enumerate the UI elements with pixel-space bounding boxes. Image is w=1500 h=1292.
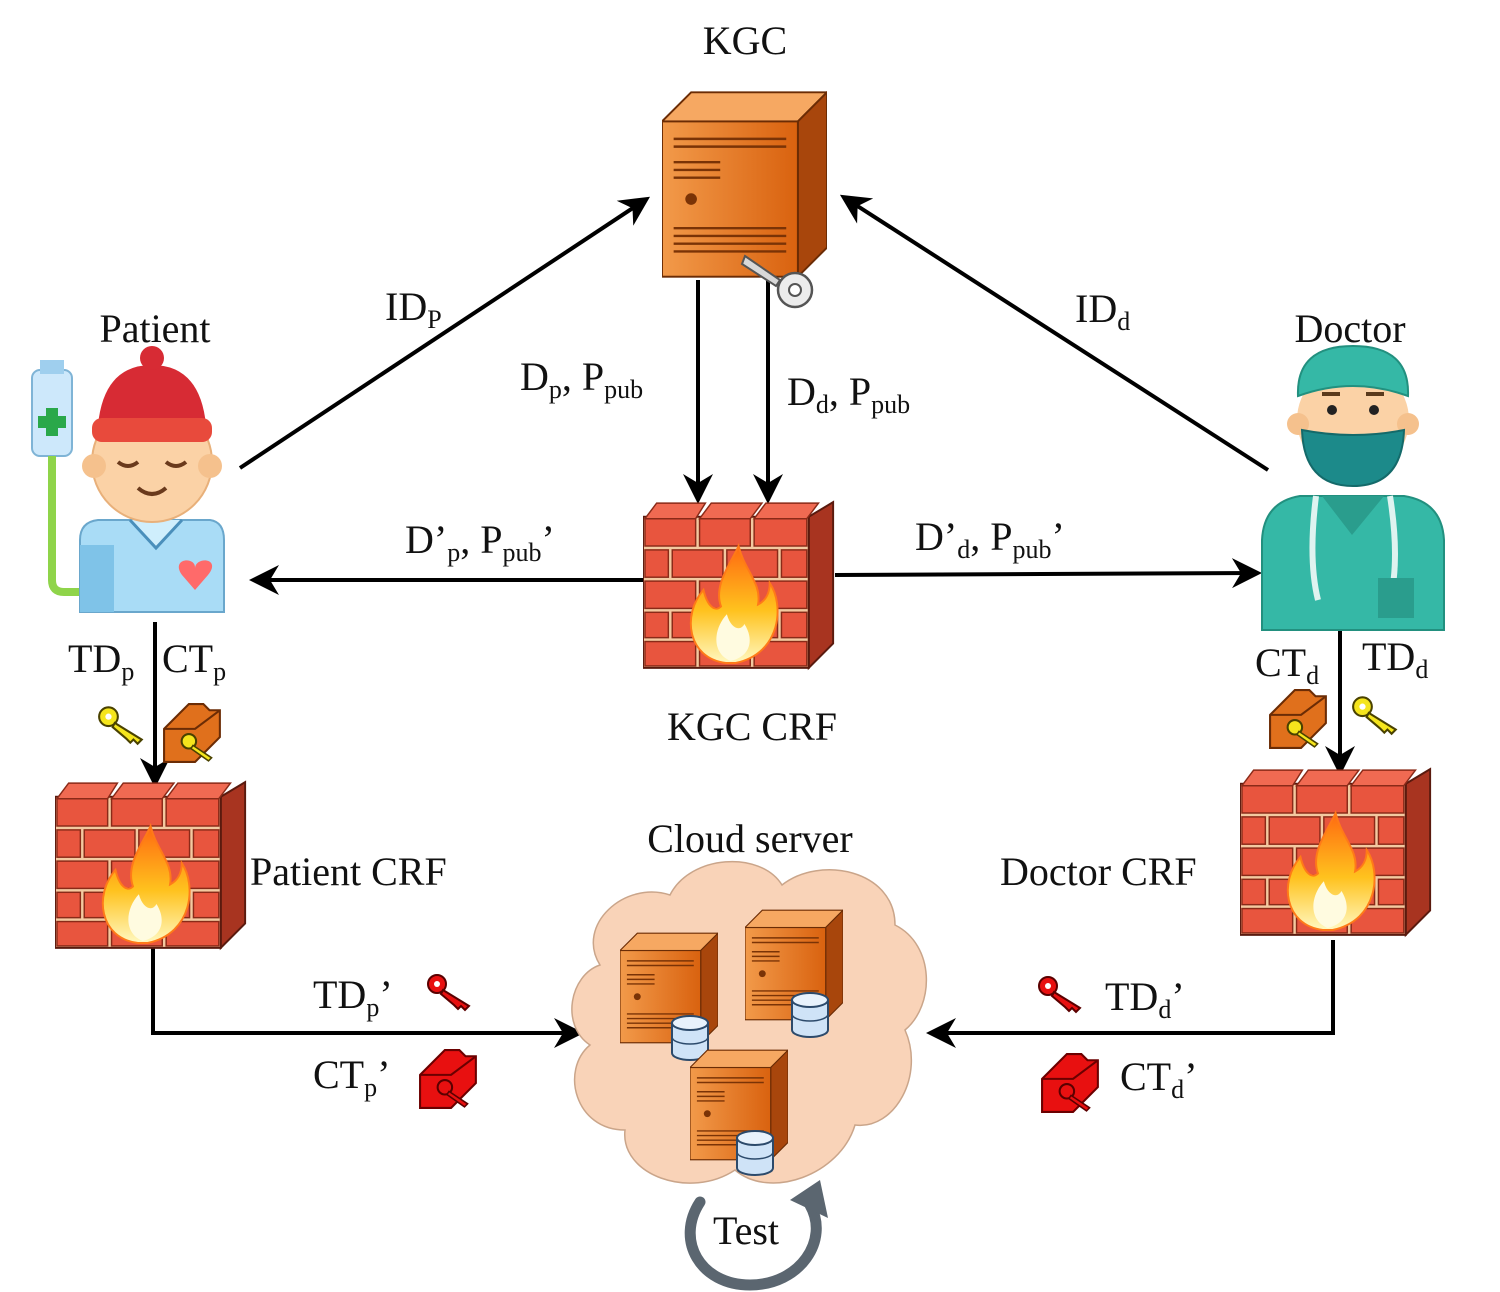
patient-label: Patient: [99, 306, 210, 351]
arrows: [140, 194, 1355, 1048]
arrow-crf-to-doctor: [834, 558, 1262, 589]
arrow-doctor-to-kgc: [839, 194, 1270, 472]
kgc-label: KGC: [703, 18, 787, 63]
edge-label-dprime-d: D’d, Ppub’: [915, 514, 1065, 564]
doctor-crf-firewall-icon: [1240, 768, 1432, 936]
edge-label-ct-d: CTd: [1255, 640, 1319, 690]
test-label: Test: [713, 1208, 779, 1253]
patient-trapdoor-key-icon: [98, 706, 143, 745]
doctor-icon: [1261, 344, 1445, 631]
patient-crf-firewall-icon: [55, 781, 247, 949]
edge-label-dp-ppub: Dp, Ppub: [520, 354, 643, 404]
patient-transformed-locked-folder-icon: [419, 1049, 477, 1109]
patient-transformed-key-icon: [427, 974, 470, 1011]
doctor-ciphertext-locked-folder-icon: [1269, 689, 1327, 749]
cycle-arrow-icon: [684, 1180, 828, 1291]
kgc-server: [662, 90, 827, 309]
kgc-crf-firewall-icon: [643, 501, 835, 669]
doctor-trapdoor-key-icon: [1352, 696, 1397, 735]
edge-label-td-d: TDd: [1362, 634, 1428, 684]
doctor-transformed-key-icon: [1038, 976, 1081, 1013]
edge-label-td-d-prime: TDd’: [1105, 974, 1185, 1024]
arrow-doctor-crf-to-cloud: [926, 940, 1335, 1048]
arrow-patient-crf-to-cloud: [151, 945, 584, 1048]
server-icon: [662, 90, 827, 279]
edge-label-td-p-prime: TDp’: [313, 972, 393, 1022]
cloud-server-label: Cloud server: [647, 816, 853, 861]
database-icon: [671, 1015, 709, 1061]
patient-crf-label: Patient CRF: [250, 849, 447, 894]
key-icon: [740, 254, 814, 309]
doctor-label: Doctor: [1294, 306, 1405, 351]
database-icon: [791, 992, 829, 1038]
doctor-crf-label: Doctor CRF: [1000, 849, 1197, 894]
database-icon: [736, 1130, 774, 1176]
edge-label-dprime-p: D’p, Ppub’: [405, 517, 555, 567]
doctor-transformed-locked-folder-icon: [1041, 1053, 1099, 1113]
patient-icon: [31, 346, 225, 613]
edge-label-id-d: IDd: [1075, 286, 1130, 336]
edge-label-ct-d-prime: CTd’: [1120, 1054, 1197, 1104]
edge-label-td-p: TDp: [68, 636, 134, 686]
arrow-patient-to-kgc: [238, 196, 651, 470]
edge-label-id-p: IDP: [385, 284, 442, 334]
edge-label-ct-p: CTp: [162, 636, 226, 686]
kgc-crf-label: KGC CRF: [667, 704, 837, 749]
edge-label-ct-p-prime: CTp’: [313, 1052, 390, 1102]
edge-label-dd-ppub: Dd, Ppub: [787, 369, 910, 419]
patient-ciphertext-locked-folder-icon: [163, 703, 221, 763]
